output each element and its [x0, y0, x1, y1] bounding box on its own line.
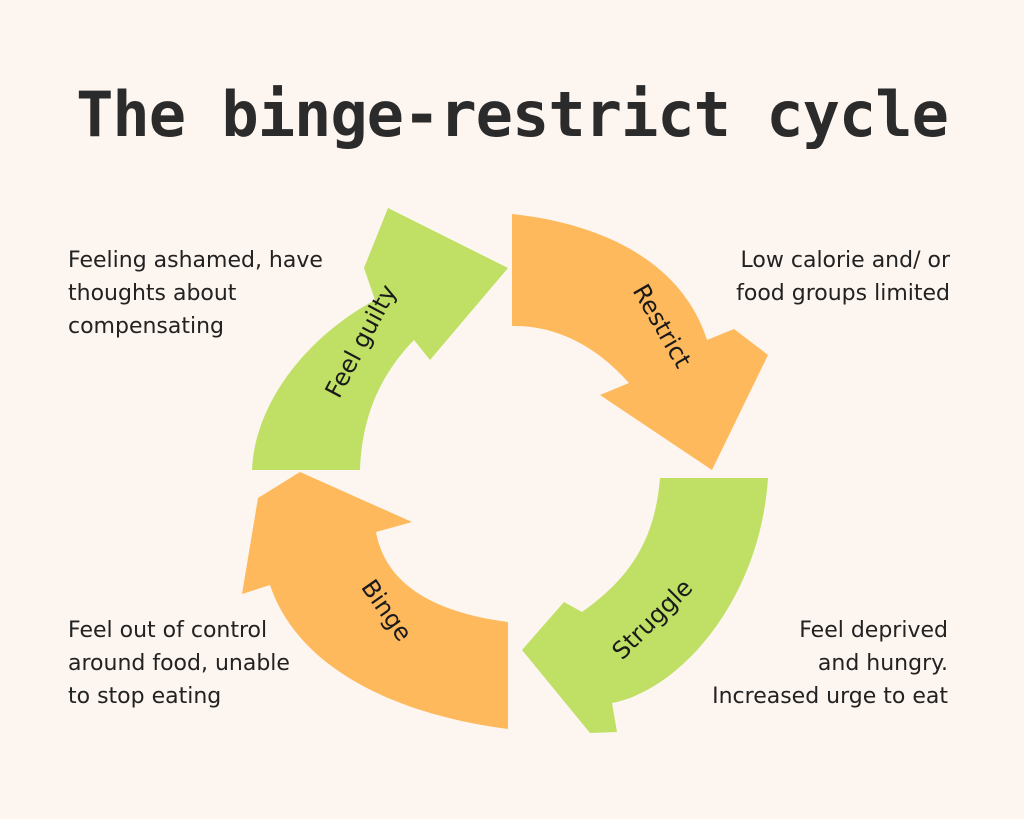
struggle-arrow [522, 478, 768, 733]
description-line: food groups limited [736, 281, 950, 306]
binge-arrow [242, 472, 508, 729]
feel-guilty-arrow [252, 208, 508, 470]
restrict-arrow [512, 214, 768, 470]
description-line: and hungry. [817, 651, 948, 676]
description-line: around food, unable [68, 651, 290, 676]
struggle-description: Feel deprived and hungry. Increased urge… [640, 614, 948, 713]
description-line: Low calorie and/ or [740, 248, 950, 273]
feel-guilty-description: Feeling ashamed, have thoughts about com… [68, 244, 323, 343]
restrict-description: Low calorie and/ or food groups limited [700, 244, 950, 310]
description-line: Feeling ashamed, have [68, 248, 323, 273]
description-line: Feel out of control [68, 618, 268, 643]
diagram-title: The binge-restrict cycle [76, 78, 949, 151]
description-line: Feel deprived [799, 618, 948, 643]
description-line: Increased urge to eat [712, 684, 948, 709]
description-line: thoughts about [68, 281, 237, 306]
description-line: compensating [68, 314, 225, 339]
description-line: to stop eating [68, 684, 222, 709]
binge-description: Feel out of control around food, unable … [68, 614, 290, 713]
